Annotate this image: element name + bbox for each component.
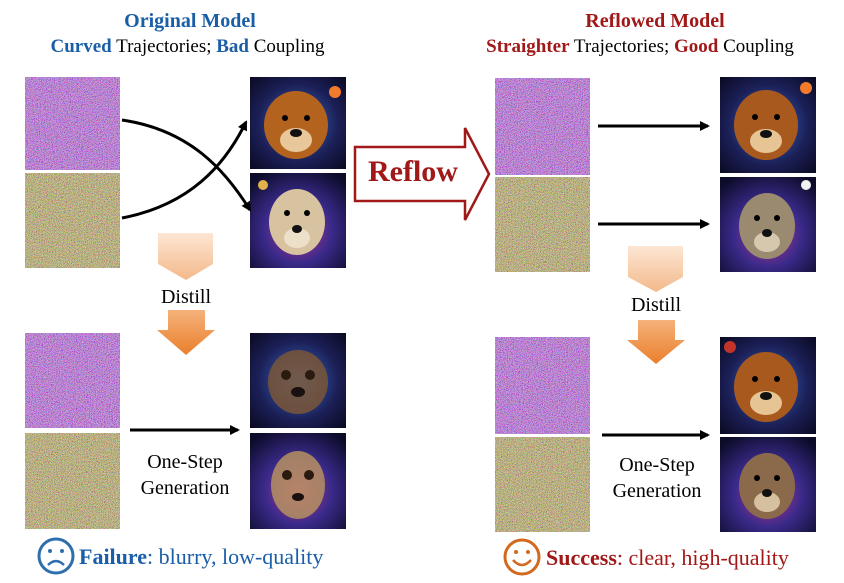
failure-caption: Failure: blurry, low-quality [79, 544, 324, 569]
distill-chevron-dark [157, 310, 215, 355]
distill-chevron-light [158, 233, 213, 280]
right-title: Reflowed Model [585, 10, 725, 32]
noise-image [25, 333, 120, 428]
dog-image [250, 433, 346, 529]
reflow-label: Reflow [368, 155, 458, 188]
noise-image [495, 337, 590, 434]
noise-image [495, 437, 590, 532]
left-subtitle: Curved Trajectories; Bad Coupling [50, 36, 325, 57]
curved-trajectory-arrow [121, 118, 252, 212]
distill-chevron-dark [627, 320, 685, 364]
distill-label: Distill [160, 286, 211, 308]
distill-chevron-light [628, 246, 683, 292]
right-subtitle: Straighter Trajectories; Good Coupling [486, 36, 794, 57]
one-step-label: One-Step Generation [612, 454, 702, 502]
dog-image [250, 333, 346, 428]
dog-image [250, 77, 346, 169]
noise-image [495, 78, 590, 175]
one-step-label: One-Step Generation [140, 451, 230, 499]
reflow-arrow [353, 127, 491, 221]
sad-face-icon [37, 537, 75, 575]
happy-face-icon [503, 538, 541, 576]
dog-image [720, 437, 816, 532]
dog-image [720, 77, 816, 173]
distill-label: Distill [630, 294, 681, 316]
curved-trajectory-arrow [121, 120, 248, 220]
dog-image [720, 337, 816, 434]
dog-image [250, 173, 346, 268]
noise-image [495, 177, 590, 272]
noise-image [25, 433, 120, 529]
success-caption: Success: clear, high-quality [546, 545, 789, 570]
noise-image [25, 173, 120, 268]
dog-image [720, 177, 816, 272]
noise-image [25, 77, 120, 170]
left-title: Original Model [124, 10, 256, 32]
